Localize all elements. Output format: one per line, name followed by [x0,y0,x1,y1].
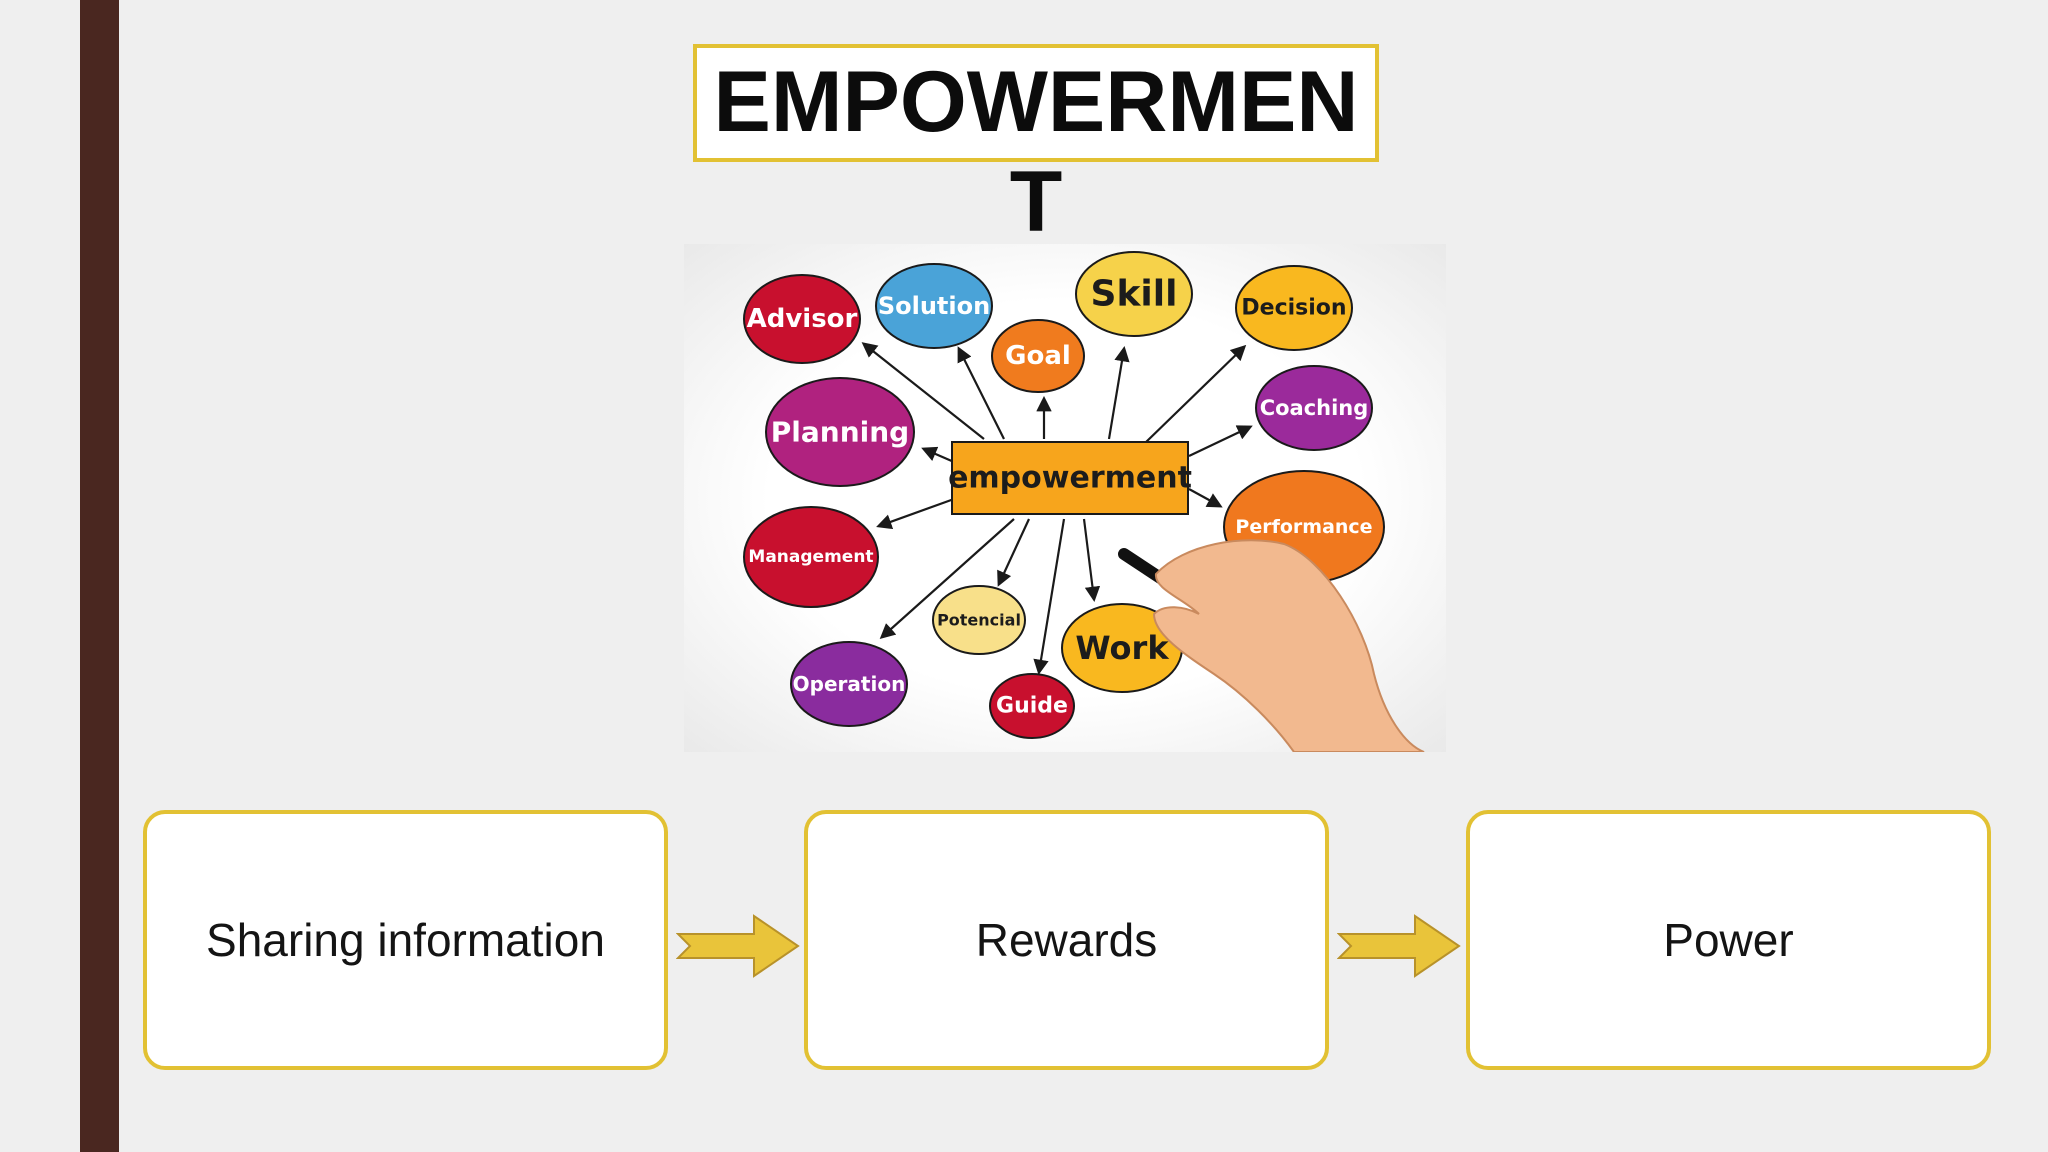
bubble-guide: Guide [989,673,1075,739]
svg-text:Guide: Guide [996,694,1068,719]
svg-text:Potencial: Potencial [937,611,1021,630]
bubble-operation: Operation [790,641,908,727]
slide-title: EMPOWERMENT [713,54,1359,250]
flow-step-rewards: Rewards [804,810,1329,1070]
right-arrow-icon [1337,914,1461,978]
flow-step-power: Power [1466,810,1991,1070]
bubble-decision: Decision [1235,265,1353,351]
svg-text:Skill: Skill [1091,274,1178,315]
svg-text:Work: Work [1075,629,1169,667]
bubble-goal: Goal [991,319,1085,393]
svg-text:Management: Management [748,547,873,567]
flow-step-sharing-information: Sharing information [143,810,668,1070]
flow-step-label: Rewards [975,914,1158,966]
flow-step-label: Power [1663,914,1794,966]
bubble-management: Management [743,506,879,608]
mind-map-picture: Advisor Solution Goal Skill Decision Coa… [684,244,1446,752]
svg-text:Goal: Goal [1005,341,1071,371]
bubble-advisor: Advisor [743,274,861,364]
svg-text:Performance: Performance [1235,516,1372,538]
bubble-planning: Planning [765,377,915,487]
bubble-skill: Skill [1075,251,1193,337]
bubble-potencial: Potencial [932,585,1026,655]
svg-text:Decision: Decision [1241,296,1346,321]
right-arrow-icon [676,914,800,978]
svg-text:Operation: Operation [793,672,906,696]
flow-step-label: Sharing information [206,914,605,966]
svg-text:empowerment: empowerment [948,461,1192,496]
title-frame [693,44,1379,162]
bubble-work: Work [1061,603,1183,693]
hand-with-pen-icon [1118,539,1425,752]
connector-lines [861,342,1253,676]
svg-text:Planning: Planning [771,416,909,449]
svg-text:Coaching: Coaching [1260,396,1369,420]
svg-text:Advisor: Advisor [747,304,858,334]
left-accent-bar [80,0,119,1152]
bubble-coaching: Coaching [1255,365,1373,451]
center-box-empowerment: empowerment [948,441,1192,515]
mind-map-diagram: Advisor Solution Goal Skill Decision Coa… [743,251,1425,752]
bubble-solution: Solution [875,263,993,349]
svg-text:Solution: Solution [878,292,990,320]
